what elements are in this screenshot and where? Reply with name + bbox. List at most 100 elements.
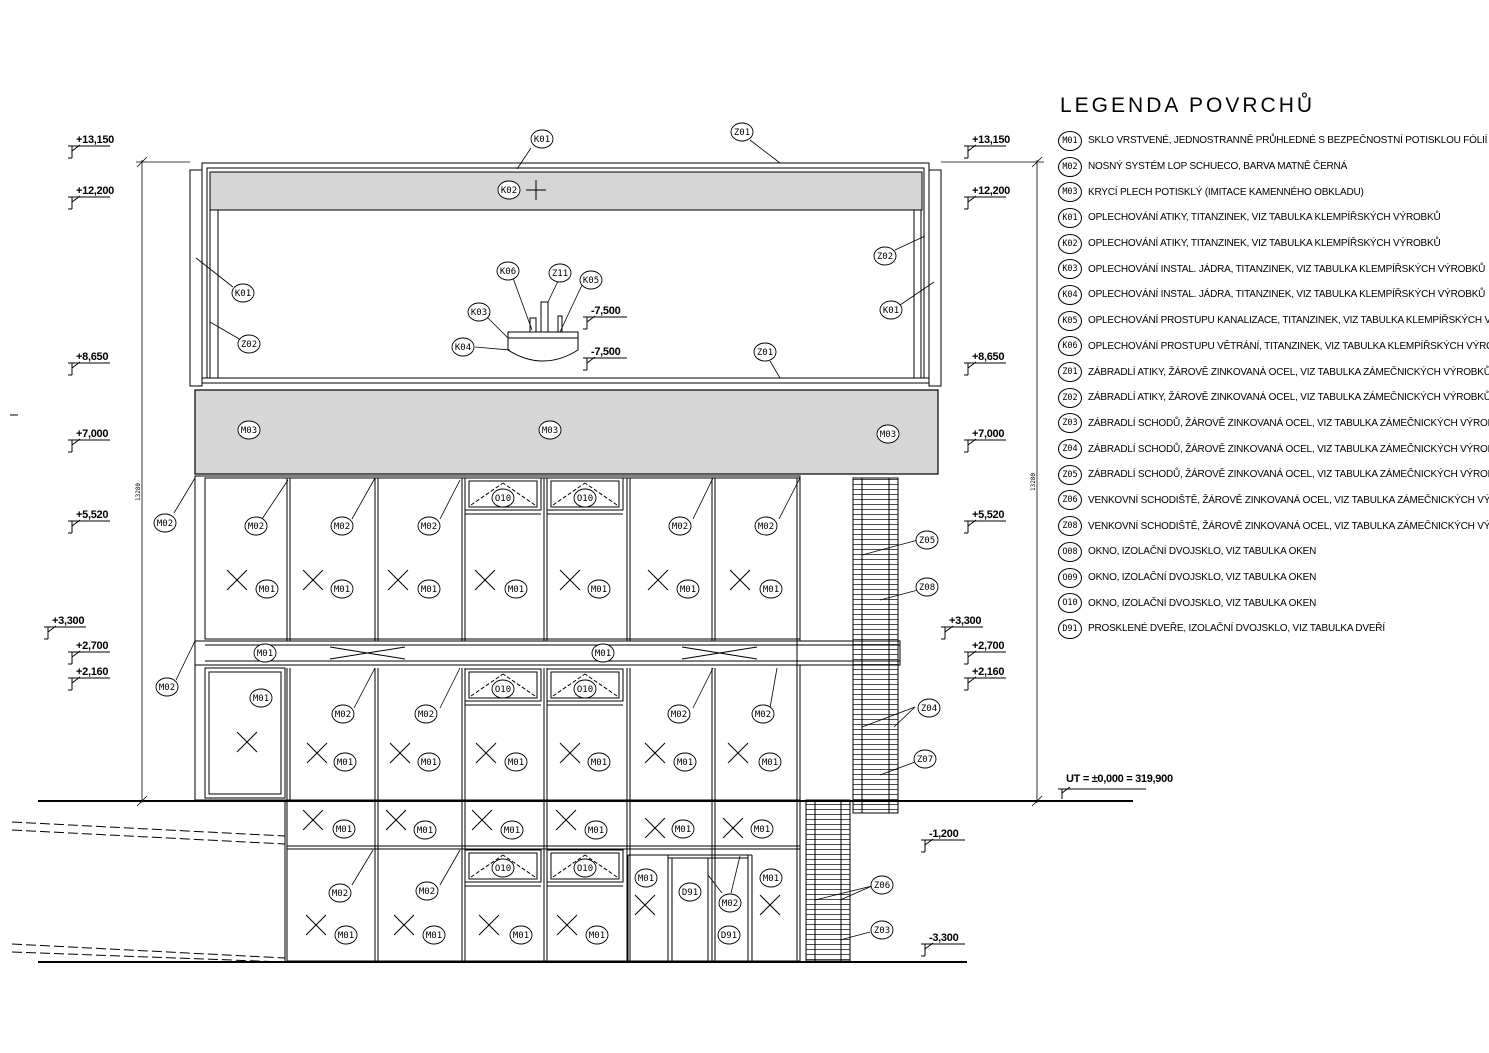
tag-m02: M02 (754, 516, 778, 536)
tag-m02: M02 (417, 516, 441, 536)
elevation-label: +7,000 (972, 428, 1004, 440)
legend-text: KRYCÍ PLECH POTISKLÝ (IMITACE KAMENNÉHO … (1088, 186, 1364, 198)
legend-text: VENKOVNÍ SCHODIŠTĚ, ŽÁROVĚ ZINKOVANÁ OCE… (1088, 520, 1489, 532)
tag-label: K02 (501, 186, 517, 196)
tag-m02: M02 (414, 704, 438, 724)
tag-o10: O10 (573, 488, 597, 508)
elevation-marker: +12,200 (68, 185, 114, 210)
tag-label: M01 (426, 931, 442, 941)
tag-m01: M01 (422, 925, 446, 945)
legend-row: Z08 VENKOVNÍ SCHODIŠTĚ, ŽÁROVĚ ZINKOVANÁ … (1058, 513, 1489, 539)
tag-m02: M02 (155, 677, 179, 697)
dimension-right-value: 13280 (1030, 473, 1037, 491)
tag-m01: M01 (417, 579, 441, 599)
elevation-markers-left: +13,150+12,200+8,650+7,000+5,520+3,300+2… (44, 134, 114, 691)
tag-z02: Z02 (237, 334, 261, 354)
tag-m01: M01 (673, 752, 697, 772)
tag-label: K05 (583, 276, 599, 286)
elevation-label: +12,200 (76, 185, 114, 197)
tag-m02: M02 (153, 513, 177, 533)
tag-z01: Z01 (753, 342, 777, 362)
legend-code: Z08 (1058, 516, 1082, 537)
legend-code: Z03 (1058, 413, 1082, 434)
legend-text: ZÁBRADLÍ ATIKY, ŽÁROVĚ ZINKOVANÁ OCEL, V… (1088, 366, 1489, 378)
tag-label: Z06 (874, 881, 890, 891)
tag-m01: M01 (750, 819, 774, 839)
tag-z02: Z02 (873, 246, 897, 266)
legend-text: ZÁBRADLÍ SCHODŮ, ŽÁROVĚ ZINKOVANÁ OCEL, … (1088, 469, 1489, 481)
tag-m01: M01 (413, 820, 437, 840)
elevation-marker: -7,500 (583, 346, 627, 371)
tag-label: M02 (421, 522, 437, 532)
tag-m02: M02 (718, 893, 742, 913)
tag-k04: K04 (451, 337, 475, 357)
elevation-marker: +13,150 (964, 134, 1010, 159)
tag-label: K01 (235, 289, 251, 299)
legend-code: M01 (1058, 130, 1082, 151)
mullions (286, 478, 798, 961)
legend-text: OPLECHOVÁNÍ ATIKY, TITANZINEK, VIZ TABUL… (1088, 238, 1441, 250)
legend-text: OKNO, IZOLAČNÍ DVOJSKLO, VIZ TABULKA OKE… (1088, 597, 1317, 609)
tag-label: M01 (253, 694, 269, 704)
legend-text: OPLECHOVÁNÍ INSTAL. JÁDRA, TITANZINEK, V… (1088, 289, 1486, 301)
legend-row: Z05 ZÁBRADLÍ SCHODŮ, ŽÁROVĚ ZINKOVANÁ OCE… (1058, 462, 1489, 488)
tag-m02: M02 (331, 704, 355, 724)
tag-label: M01 (417, 826, 433, 836)
tag-m01: M01 (671, 819, 695, 839)
tag-m01: M01 (417, 752, 441, 772)
tag-label: M01 (595, 649, 611, 659)
elevation-label: +13,150 (76, 134, 114, 146)
legend-text: OPLECHOVÁNÍ PROSTUPU KANALIZACE, TITANZI… (1088, 315, 1489, 327)
tag-m02: M02 (415, 881, 439, 901)
elevation-marker: +8,650 (964, 351, 1006, 376)
tag-label: K01 (883, 306, 899, 316)
tag-label: M01 (259, 585, 275, 595)
legend-text: OPLECHOVÁNÍ PROSTUPU VĚTRÁNÍ, TITANZINEK… (1088, 340, 1489, 352)
elevation-marker: +3,300 (44, 615, 86, 640)
legend-text: VENKOVNÍ SCHODIŠTĚ, ŽÁROVĚ ZINKOVANÁ OCE… (1088, 494, 1489, 506)
tag-m01: M01 (634, 868, 658, 888)
tag-z08: Z08 (915, 577, 939, 597)
tag-m03: M03 (876, 424, 900, 444)
elevation-label: -1,200 (929, 828, 959, 840)
tag-label: O10 (577, 494, 593, 504)
tag-m01: M01 (585, 925, 609, 945)
tag-label: M01 (677, 758, 693, 768)
tag-m01: M01 (587, 752, 611, 772)
tag-label: M02 (157, 519, 173, 529)
legend-code: K06 (1058, 336, 1082, 357)
tag-o10: O10 (491, 679, 515, 699)
datum-label: UT = ±0,000 = 319,900 (1066, 773, 1173, 785)
tag-label: O10 (577, 685, 593, 695)
tag-label: M01 (508, 758, 524, 768)
terrain (10, 414, 1133, 963)
legend-row: K06 OPLECHOVÁNÍ PROSTUPU VĚTRÁNÍ, TITANZI… (1058, 334, 1489, 360)
tag-d91: D91 (717, 925, 741, 945)
elevation-label: +2,160 (76, 666, 108, 678)
tag-m02: M02 (667, 704, 691, 724)
tag-label: M01 (513, 931, 529, 941)
elevation-label: +13,150 (972, 134, 1010, 146)
tag-label: M01 (754, 825, 770, 835)
tag-label: M03 (542, 426, 558, 436)
legend-code: Z05 (1058, 464, 1082, 485)
tag-m01: M01 (334, 925, 358, 945)
tag-k01: K01 (231, 283, 255, 303)
tag-label: M01 (336, 825, 352, 835)
tag-label: K06 (500, 267, 516, 277)
band-crosses (329, 646, 758, 660)
legend-text: ZÁBRADLÍ SCHODŮ, ŽÁROVĚ ZINKOVANÁ OCEL, … (1088, 443, 1489, 455)
elevation-markers-right: +13,150+12,200+8,650+7,000+5,520+3,300+2… (941, 134, 1010, 691)
elevation-marker: -7,500 (583, 305, 627, 330)
tag-label: M02 (335, 710, 351, 720)
overall-height-dimensions: 13280 13280 (135, 156, 1044, 807)
datum-marker: UT = ±0,000 = 319,900 (1058, 773, 1173, 799)
